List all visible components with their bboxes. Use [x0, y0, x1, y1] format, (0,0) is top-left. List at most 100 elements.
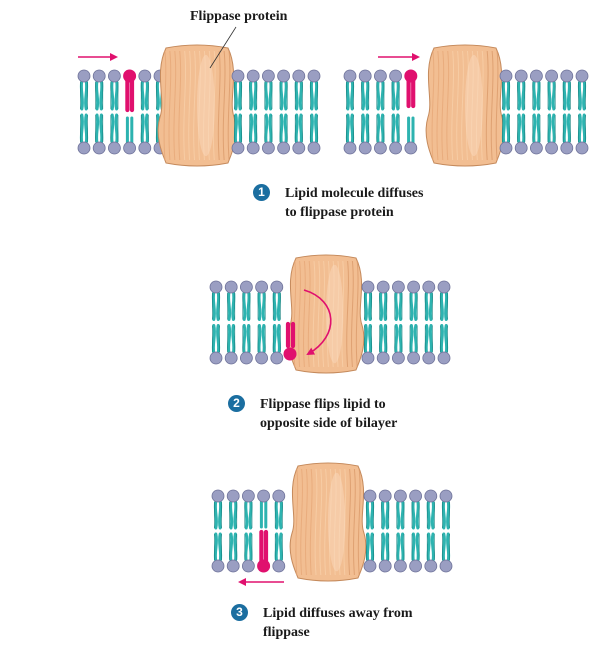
lipid-head [361, 351, 375, 365]
lipid-tail [398, 324, 403, 355]
protein-ridge [207, 50, 211, 161]
lipid-tail [395, 113, 400, 145]
step-3-caption-line-2: flippase [263, 625, 310, 640]
lipid-head [575, 69, 589, 83]
lipid-tail [391, 113, 396, 145]
lipid-tail [246, 290, 251, 321]
lipid-head [391, 280, 405, 294]
protein-ridge [485, 50, 489, 161]
lipid-head [272, 489, 286, 503]
lipid-tail [398, 290, 403, 321]
protein-ridge [317, 260, 321, 368]
lipid-tail [144, 113, 149, 145]
protein-ridge [341, 260, 345, 368]
lipid-head [439, 559, 453, 573]
protein-ridge [217, 50, 221, 161]
lipid-tail [379, 324, 384, 355]
lipid-tail [501, 79, 506, 111]
protein-ridge [203, 50, 206, 161]
lipid-tail [506, 79, 511, 111]
lipid-tail [411, 532, 416, 563]
protein-ridge [346, 260, 349, 368]
protein-ridge [173, 50, 177, 161]
lipid-head [307, 141, 321, 155]
lipid-tail [383, 290, 388, 321]
lipid-head [499, 69, 513, 83]
lipid-tail [409, 290, 414, 321]
protein-ridge [490, 50, 494, 161]
lipid-tail [428, 324, 433, 355]
lipid-head [378, 489, 392, 503]
lipid-tail [248, 499, 253, 530]
lipid-tail [444, 290, 449, 321]
lipid-tail [409, 324, 414, 355]
lipid-tail [506, 113, 511, 145]
lipid-head [424, 559, 438, 573]
protein-ridge [305, 468, 308, 576]
lipid-head [389, 69, 403, 83]
protein-ridge [471, 50, 474, 161]
lipid-head [391, 351, 405, 365]
lipid-tail [365, 113, 370, 145]
protein-ridge [193, 50, 196, 161]
lipid-tail [140, 79, 145, 111]
lipid-tail [365, 532, 370, 563]
lipid-head [545, 141, 558, 155]
lipid-tail [309, 113, 314, 145]
panel-3 [211, 462, 453, 586]
lipid-tail [274, 532, 279, 563]
lipid-tail [439, 324, 444, 355]
protein-ridge [451, 50, 455, 161]
lipid-tail [257, 290, 262, 321]
step-3-badge: 3 [231, 604, 248, 621]
lipid-tail [577, 113, 582, 145]
lipid-head [255, 351, 269, 365]
lipid-tail [238, 113, 243, 145]
lipid-tail [231, 290, 236, 321]
lipid-tail [233, 499, 238, 530]
step-1-caption-line-2: to flippase protein [285, 205, 394, 220]
lipid-tail [446, 499, 451, 530]
lipid-head [424, 489, 438, 503]
lipid-tail [521, 79, 526, 111]
protein-ridge [338, 468, 342, 576]
lipid-tail [278, 499, 283, 530]
step-2-caption-line-1: Flippase flips lipid to [260, 397, 386, 412]
protein-ridge [466, 50, 469, 161]
protein-ridge [319, 468, 323, 576]
lipid-tail [444, 324, 449, 355]
lipid-tail [272, 290, 277, 321]
flippase-protein-label: Flippase protein [190, 9, 288, 24]
lipid-head [261, 69, 275, 83]
lipid-tail [99, 79, 104, 111]
lipid-head [138, 141, 152, 155]
lipid-tail [577, 79, 582, 111]
lipid-head [499, 141, 513, 155]
lipid-tail [257, 324, 262, 355]
lipid-head [226, 489, 240, 503]
step-2-caption-line-2: opposite side of bilayer [260, 416, 398, 431]
lipid-head [270, 280, 284, 294]
protein-ridge [198, 50, 201, 161]
lipid-tail [216, 324, 221, 355]
lipid-tail [229, 532, 234, 563]
lipid-head [545, 69, 558, 83]
lipid-tail [426, 499, 431, 530]
lipid-tail [216, 290, 221, 321]
flipped-lipid-head [123, 69, 137, 83]
protein-ridge [222, 50, 226, 161]
label-leader-line [209, 26, 237, 69]
lipid-tail [278, 532, 283, 563]
lipid-head [292, 69, 306, 83]
protein-ridge [298, 260, 301, 368]
lipid-tail [383, 324, 388, 355]
lipid-head [343, 69, 357, 83]
lipid-head [376, 351, 390, 365]
lipid-tail [562, 113, 567, 145]
lipid-tail [365, 499, 370, 530]
lipid-tail [249, 79, 254, 111]
lipid-head [378, 559, 392, 573]
protein-ridge [309, 468, 313, 576]
lipid-tail [413, 324, 418, 355]
